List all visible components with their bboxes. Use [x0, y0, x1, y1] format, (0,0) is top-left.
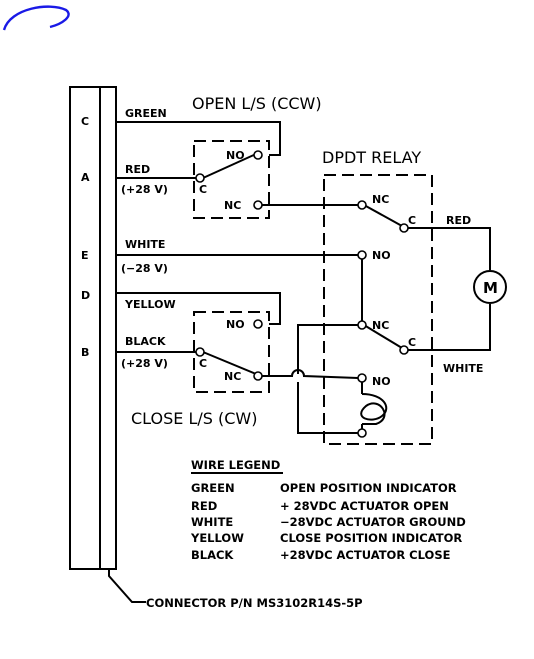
legend-desc-red: + 28VDC ACTUATOR OPEN — [280, 499, 449, 513]
pin-b-label: B — [81, 346, 89, 359]
legend-color-black: BLACK — [191, 548, 234, 562]
relay-out-white: WHITE — [443, 362, 483, 375]
legend-color-green: GREEN — [191, 481, 235, 495]
legend-color-yellow: YELLOW — [190, 531, 244, 545]
close-switch-c: C — [199, 357, 207, 370]
relay-nc1: NC — [372, 193, 389, 206]
red-wire-label: RED — [125, 163, 150, 176]
yellow-wire-label: YELLOW — [124, 298, 176, 311]
close-switch-nc: NC — [224, 370, 241, 383]
wire-legend: WIRE LEGEND GREEN OPEN POSITION INDICATO… — [190, 458, 466, 562]
pin-a-label: A — [81, 171, 90, 184]
close-limit-switch: CLOSE L/S (CW) NO NC C — [116, 292, 281, 428]
open-limit-switch: OPEN L/S (CCW) NO NC C — [116, 94, 362, 219]
open-switch-no: NO — [226, 149, 245, 162]
wire-labels: GREEN RED (+28 V) WHITE (−28 V) YELLOW B… — [121, 107, 176, 370]
relay-c2: C — [408, 336, 416, 349]
pin-c-label: C — [81, 115, 89, 128]
connector: C A E D B CONNECTOR P/N MS3102R14S-5P — [69, 86, 363, 610]
black-voltage-label: (+28 V) — [121, 357, 168, 370]
legend-title: WIRE LEGEND — [191, 458, 280, 472]
relay-no1: NO — [372, 249, 391, 262]
white-voltage-label: (−28 V) — [121, 262, 168, 275]
open-switch-nc: NC — [224, 199, 241, 212]
pin-d-label: D — [81, 289, 90, 302]
green-wire-label: GREEN — [125, 107, 167, 120]
white-wire-label: WHITE — [125, 238, 165, 251]
legend-desc-white: −28VDC ACTUATOR GROUND — [280, 515, 466, 529]
open-switch-title: OPEN L/S (CCW) — [192, 94, 322, 113]
pin-e-label: E — [81, 249, 89, 262]
legend-desc-green: OPEN POSITION INDICATOR — [280, 481, 457, 495]
close-switch-title: CLOSE L/S (CW) — [131, 409, 257, 428]
motor-icon — [473, 270, 507, 304]
legend-desc-black: +28VDC ACTUATOR CLOSE — [280, 548, 451, 562]
relay-title: DPDT RELAY — [322, 148, 421, 167]
dpdt-relay: DPDT RELAY NC C NO NC C NO — [262, 148, 433, 445]
black-wire-label: BLACK — [125, 335, 166, 348]
red-voltage-label: (+28 V) — [121, 183, 168, 196]
relay-nc2: NC — [372, 319, 389, 332]
motor-circuit: M RED WHITE — [408, 214, 507, 375]
legend-desc-yellow: CLOSE POSITION INDICATOR — [280, 531, 462, 545]
connector-part-number: CONNECTOR P/N MS3102R14S-5P — [146, 596, 363, 610]
relay-no2: NO — [372, 375, 391, 388]
relay-c1: C — [408, 214, 416, 227]
pen-scribble — [2, 5, 70, 31]
legend-color-red: RED — [191, 499, 217, 513]
motor-label: M — [483, 279, 498, 297]
relay-out-red: RED — [446, 214, 471, 227]
close-switch-no: NO — [226, 318, 245, 331]
legend-color-white: WHITE — [191, 515, 233, 529]
open-switch-c: C — [199, 183, 207, 196]
